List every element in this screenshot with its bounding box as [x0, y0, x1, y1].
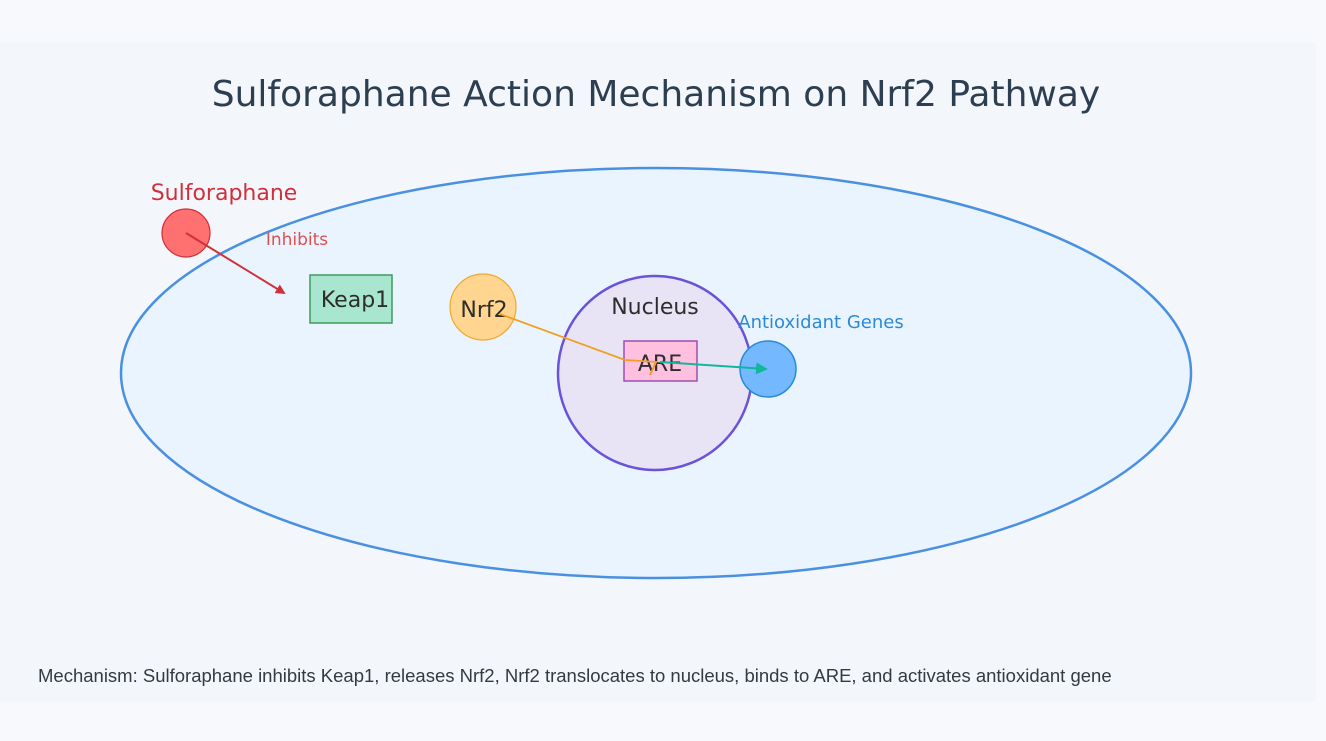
mechanism-caption: Mechanism: Sulforaphane inhibits Keap1, …	[38, 665, 1112, 686]
antioxidant-genes-node	[739, 340, 797, 398]
keap1-box	[309, 274, 393, 324]
nrf2-label: Nrf2	[460, 298, 507, 323]
translocation-arrow	[499, 313, 658, 363]
activate-arrow	[659, 361, 768, 375]
inhibits-label: Inhibits	[266, 230, 328, 250]
nrf2-node	[449, 273, 517, 341]
diagram-title: Sulforaphane Action Mechanism on Nrf2 Pa…	[212, 74, 1100, 115]
sulforaphane-label: Sulforaphane	[151, 181, 298, 206]
inhibit-arrow	[185, 232, 286, 295]
are-label: ARE	[638, 352, 682, 377]
keap1-label: Keap1	[321, 288, 389, 313]
nucleus-label: Nucleus	[611, 295, 699, 320]
antioxidant-genes-label: Antioxidant Genes	[738, 312, 903, 333]
translocation-arrowhead	[649, 361, 657, 376]
